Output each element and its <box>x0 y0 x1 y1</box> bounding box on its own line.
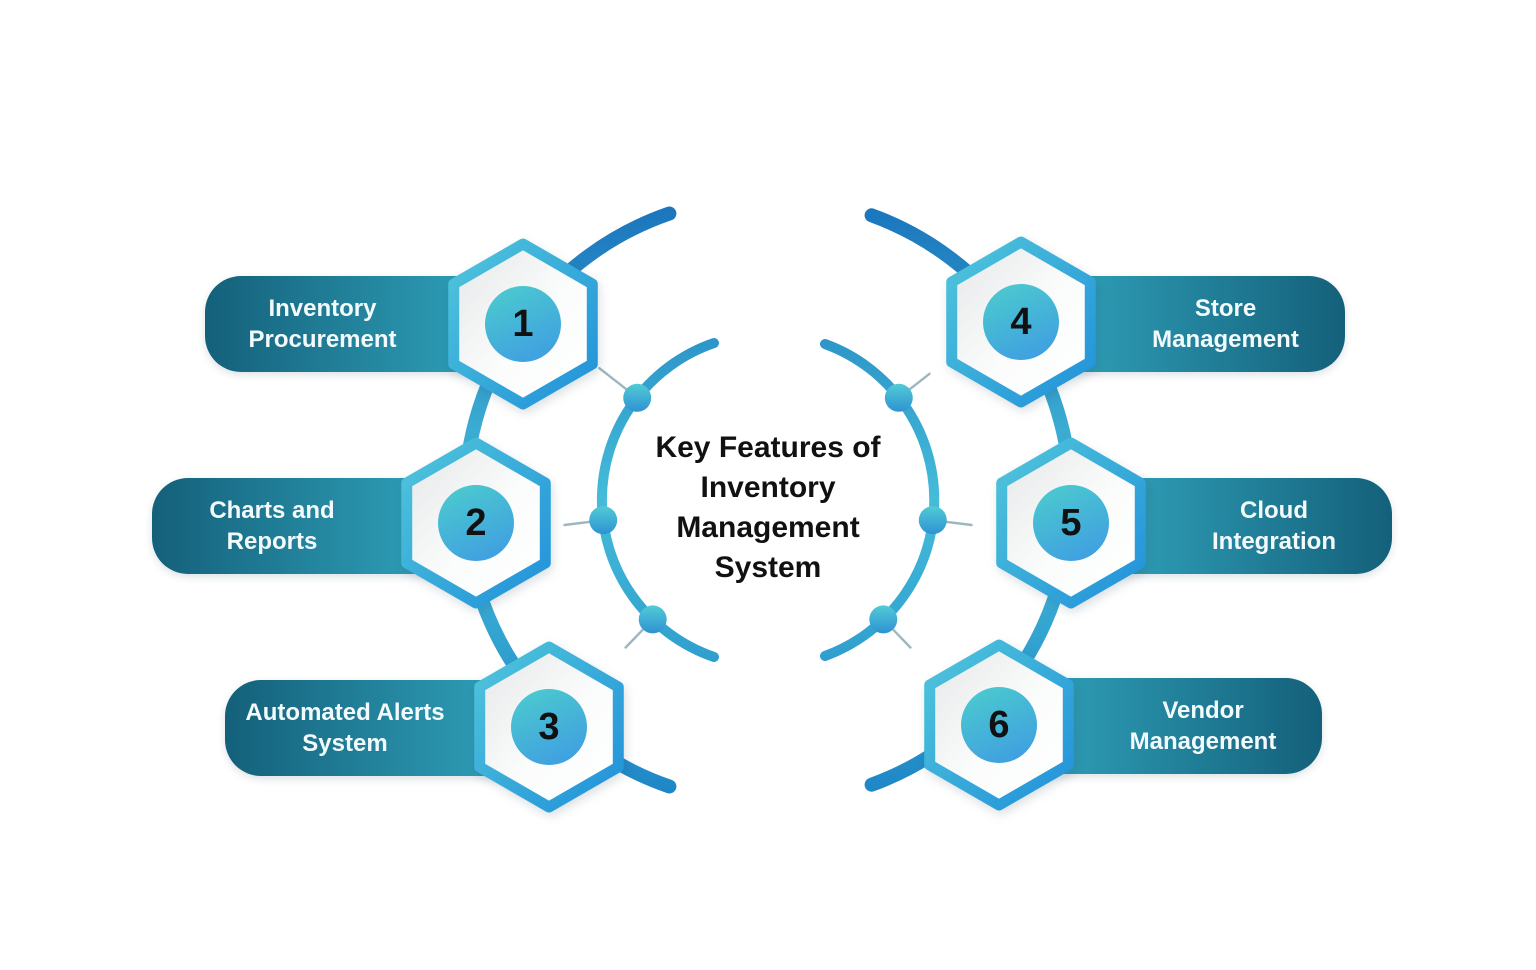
diagram-title-line: Inventory <box>700 471 836 504</box>
number-circle: 3 <box>511 689 587 765</box>
feature-label-line: Store <box>1194 295 1257 322</box>
feature-label-line: Procurement <box>248 326 397 353</box>
connector-node <box>884 383 913 412</box>
feature-label-line: Management <box>1129 728 1277 755</box>
feature-number: 5 <box>1060 501 1082 544</box>
diagram-title-line: Management <box>676 511 860 544</box>
number-circle: 5 <box>1033 485 1109 561</box>
connector-node <box>918 506 947 535</box>
diagram-title: Key Features of Inventory Management Sys… <box>618 428 918 588</box>
hexagon-badge: 4 <box>935 236 1107 408</box>
feature-number: 4 <box>1010 300 1032 343</box>
feature-label-line: Management <box>1152 326 1299 353</box>
feature-label: Inventory Procurement <box>248 293 396 355</box>
hexagon-badge: 6 <box>913 639 1085 811</box>
feature-number: 3 <box>538 705 560 748</box>
diagram-title-line: Key Features of <box>655 431 881 464</box>
feature-label: Vendor Management <box>1130 695 1277 757</box>
feature-number: 2 <box>465 501 487 544</box>
feature-number: 1 <box>512 302 534 345</box>
feature-label-line: Integration <box>1212 528 1336 555</box>
hexagon-badge: 3 <box>463 641 635 813</box>
hexagon-badge: 5 <box>985 437 1157 609</box>
feature-label: Cloud Integration <box>1212 495 1336 557</box>
hexagon-badge: 1 <box>437 238 609 410</box>
connector-node <box>623 383 652 412</box>
hexagon-badge: 2 <box>390 437 562 609</box>
feature-label: Store Management <box>1152 293 1299 355</box>
feature-label-line: Charts and <box>209 497 335 524</box>
connector-node <box>869 605 898 634</box>
feature-label-line: Inventory <box>268 295 377 322</box>
number-circle: 1 <box>485 286 561 362</box>
number-circle: 4 <box>983 284 1059 360</box>
connector-node <box>638 605 667 634</box>
feature-label-line: Cloud <box>1240 497 1308 524</box>
feature-label-line: System <box>302 730 388 757</box>
feature-number: 6 <box>988 703 1010 746</box>
connector-node <box>589 506 618 535</box>
feature-label: Charts and Reports <box>209 495 334 557</box>
connector-nodes <box>589 383 947 634</box>
feature-label-line: Automated Alerts <box>245 699 445 726</box>
feature-label-line: Reports <box>226 528 318 555</box>
feature-label-line: Vendor <box>1162 697 1244 724</box>
feature-label: Automated Alerts System <box>245 697 444 759</box>
number-circle: 6 <box>961 687 1037 763</box>
number-circle: 2 <box>438 485 514 561</box>
diagram-title-line: System <box>714 551 822 584</box>
